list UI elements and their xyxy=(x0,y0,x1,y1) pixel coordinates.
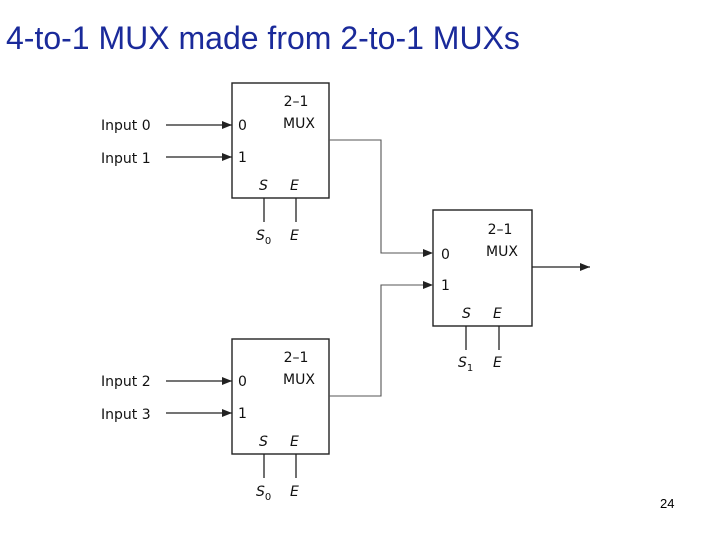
mux-top-pin-e: E xyxy=(290,178,299,194)
input-3-label: Input 3 xyxy=(101,407,151,423)
mux-bottom: 2–1 MUX 0 1 S E Input 2 Input 3 S0 E xyxy=(101,338,330,503)
mux-bottom-enable-label: E xyxy=(290,484,299,500)
mux-top: 2–1 MUX 0 1 S E Input 0 Input 1 S0 E xyxy=(101,82,330,247)
mux-final-pin0: 0 xyxy=(441,247,450,263)
mux-top-pin0: 0 xyxy=(238,118,247,134)
slide-title: 4-to-1 MUX made from 2-to-1 MUXs xyxy=(6,20,520,56)
mux-top-name-line2: MUX xyxy=(283,116,315,132)
mux-top-name-line1: 2–1 xyxy=(284,94,309,110)
mux-final-pin1: 1 xyxy=(441,278,450,294)
mux-top-pin-s: S xyxy=(259,178,268,194)
mux-top-box xyxy=(231,82,330,199)
mux-bottom-pin0: 0 xyxy=(238,374,247,390)
mux-final-select-label: S1 xyxy=(458,355,473,374)
mux-bottom-pin1: 1 xyxy=(238,406,247,422)
mux-bottom-select-label: S0 xyxy=(256,484,271,503)
input-2-label: Input 2 xyxy=(101,374,151,390)
mux-final-box xyxy=(432,209,533,327)
mux-final-name-line1: 2–1 xyxy=(488,222,513,238)
mux-bottom-name-line2: MUX xyxy=(283,372,315,388)
page-number: 24 xyxy=(660,496,675,511)
bottom-to-final-wire xyxy=(329,281,433,397)
mux-top-enable-label: E xyxy=(290,228,299,244)
top-to-final-wire xyxy=(329,139,433,257)
input-1-label: Input 1 xyxy=(101,151,151,167)
mux-final-enable-label: E xyxy=(493,355,502,371)
mux-bottom-pin-e: E xyxy=(290,434,299,450)
input-0-label: Input 0 xyxy=(101,118,151,134)
mux-final: 2–1 MUX 0 1 S E S1 E xyxy=(432,209,590,374)
mux-final-pin-s: S xyxy=(462,306,471,322)
mux-top-pin1: 1 xyxy=(238,150,247,166)
mux-bottom-box xyxy=(231,338,330,455)
mux-final-name-line2: MUX xyxy=(486,244,518,260)
mux-bottom-pin-s: S xyxy=(259,434,268,450)
mux-top-select-label: S0 xyxy=(256,228,271,247)
mux-bottom-name-line1: 2–1 xyxy=(284,350,309,366)
mux-final-pin-e: E xyxy=(493,306,502,322)
